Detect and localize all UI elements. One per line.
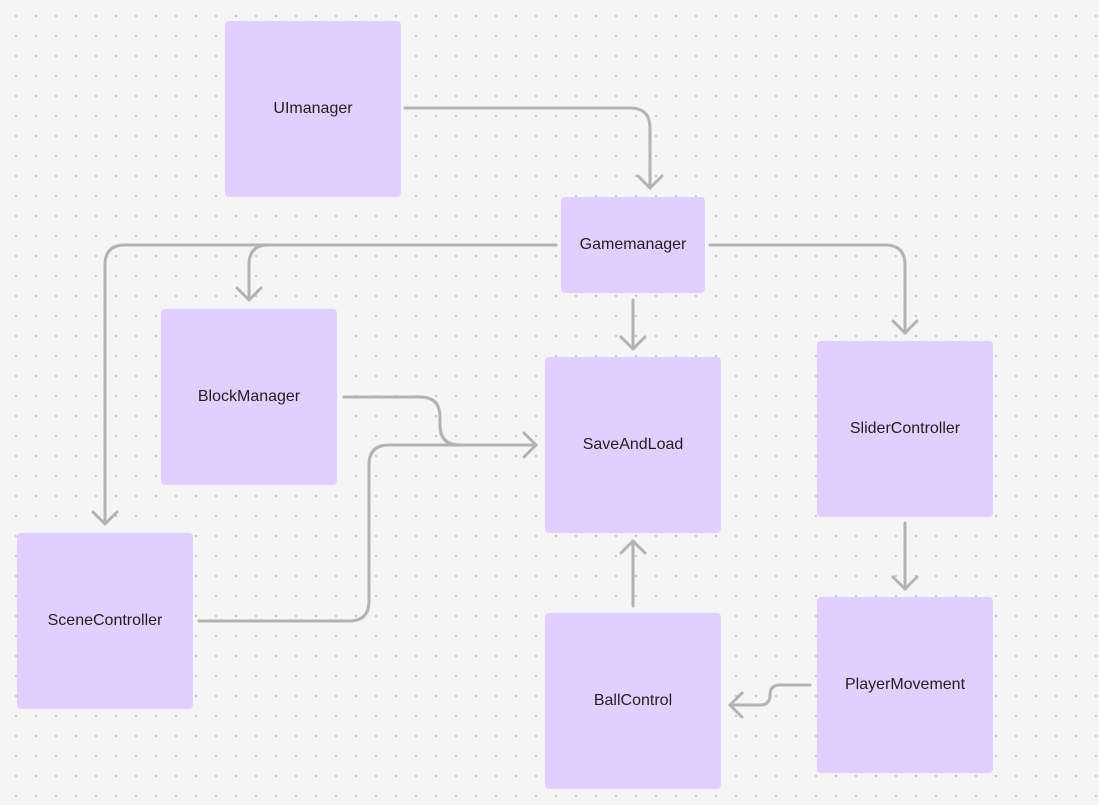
node-label: SliderController	[849, 420, 961, 437]
node-label: BlockManager	[197, 388, 301, 405]
connector-blockmanager-to-saveandload[interactable]	[342, 395, 538, 447]
node-label: UImanager	[273, 100, 353, 117]
arrowhead-blockmanager-top	[235, 286, 263, 302]
connector-gamemanager-to-slidercontroller[interactable]	[708, 243, 907, 335]
arrowhead-saveandload-top	[619, 335, 647, 351]
node-gamemanager[interactable]: Gamemanager	[561, 197, 705, 293]
arrowhead-scenecontroller-top	[91, 510, 119, 526]
node-scenecontroller[interactable]: SceneController	[17, 533, 193, 709]
connector-uimanager-to-gamemanager[interactable]	[403, 106, 652, 190]
node-blockmanager[interactable]: BlockManager	[161, 309, 337, 485]
node-label: PlayerMovement	[844, 676, 966, 693]
node-label: SceneController	[47, 612, 163, 629]
connector-gamemanager-to-scenecontroller[interactable]	[103, 243, 558, 526]
node-slidercontroller[interactable]: SliderController	[817, 341, 993, 517]
arrowhead-slidercontroller-top	[891, 319, 919, 335]
node-label: BallControl	[593, 692, 673, 709]
arrowhead-saveandload-bottom	[619, 539, 647, 555]
node-label: SaveAndLoad	[582, 436, 684, 453]
node-ballcontrol[interactable]: BallControl	[545, 613, 721, 789]
node-uimanager[interactable]: UImanager	[225, 21, 401, 197]
arrowhead-ballcontrol-right	[728, 691, 744, 719]
node-label: Gamemanager	[579, 236, 687, 253]
connector-playermovement-to-ballcontrol[interactable]	[728, 683, 812, 707]
connector-gamemanager-to-blockmanager[interactable]	[247, 243, 270, 302]
arrowhead-saveandload-left	[522, 431, 538, 459]
node-playermovement[interactable]: PlayerMovement	[817, 597, 993, 773]
node-saveandload[interactable]: SaveAndLoad	[545, 357, 721, 533]
arrowhead-playermovement-top	[891, 575, 919, 591]
connector-scenecontroller-to-saveandload[interactable]	[197, 443, 538, 623]
arrowhead-gamemanager-top	[636, 174, 664, 190]
